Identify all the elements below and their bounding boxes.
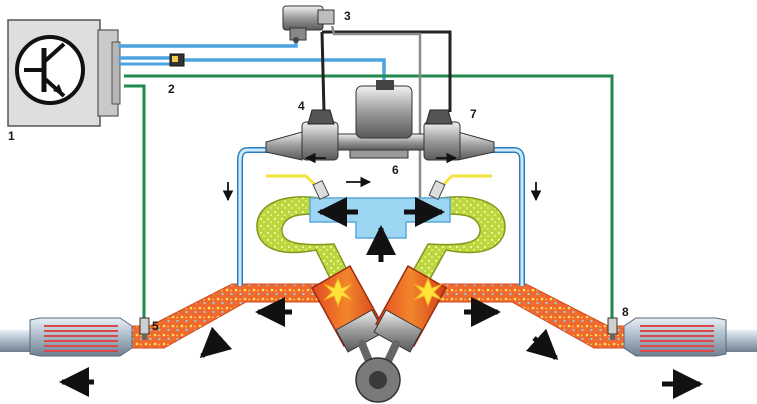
ecu-control-unit <box>7 19 121 127</box>
combi-valve-7 <box>423 109 495 161</box>
callout-4: 4 <box>298 99 305 113</box>
catalytic-converter-left <box>0 317 133 357</box>
injector-lines <box>266 174 492 192</box>
electro-vacuum-valve-3 <box>282 5 335 43</box>
exhaust-pipe-left <box>125 283 339 349</box>
oxygen-sensor-5 <box>139 317 150 340</box>
callout-6: 6 <box>392 163 399 177</box>
callout-7: 7 <box>470 107 477 121</box>
combi-valve-4 <box>265 109 339 161</box>
injectors <box>312 179 446 201</box>
crankshaft <box>355 357 401 403</box>
air-supply-lines-inner <box>238 148 524 286</box>
callout-3: 3 <box>344 9 351 23</box>
spark-icon <box>323 276 443 308</box>
callout-2: 2 <box>168 82 175 96</box>
callout-1: 1 <box>8 129 15 143</box>
signal-lines <box>124 74 614 318</box>
catalytic-converter-right <box>623 317 757 357</box>
oxygen-sensor-8 <box>607 317 618 340</box>
cylinder-right <box>373 264 448 353</box>
secondary-air-pump-6 <box>337 80 425 159</box>
pressure-sensor-2 <box>169 53 185 67</box>
callout-5: 5 <box>152 319 159 333</box>
callout-8: 8 <box>622 305 629 319</box>
vacuum-lines <box>118 34 386 90</box>
arrow-icon <box>222 152 542 202</box>
cylinder-left <box>310 264 385 353</box>
thick-flow-arrows <box>59 197 703 399</box>
exhaust-pipe-right <box>419 283 633 349</box>
transistor-symbol-icon <box>15 35 85 105</box>
vacuum-control-lines <box>320 25 452 210</box>
